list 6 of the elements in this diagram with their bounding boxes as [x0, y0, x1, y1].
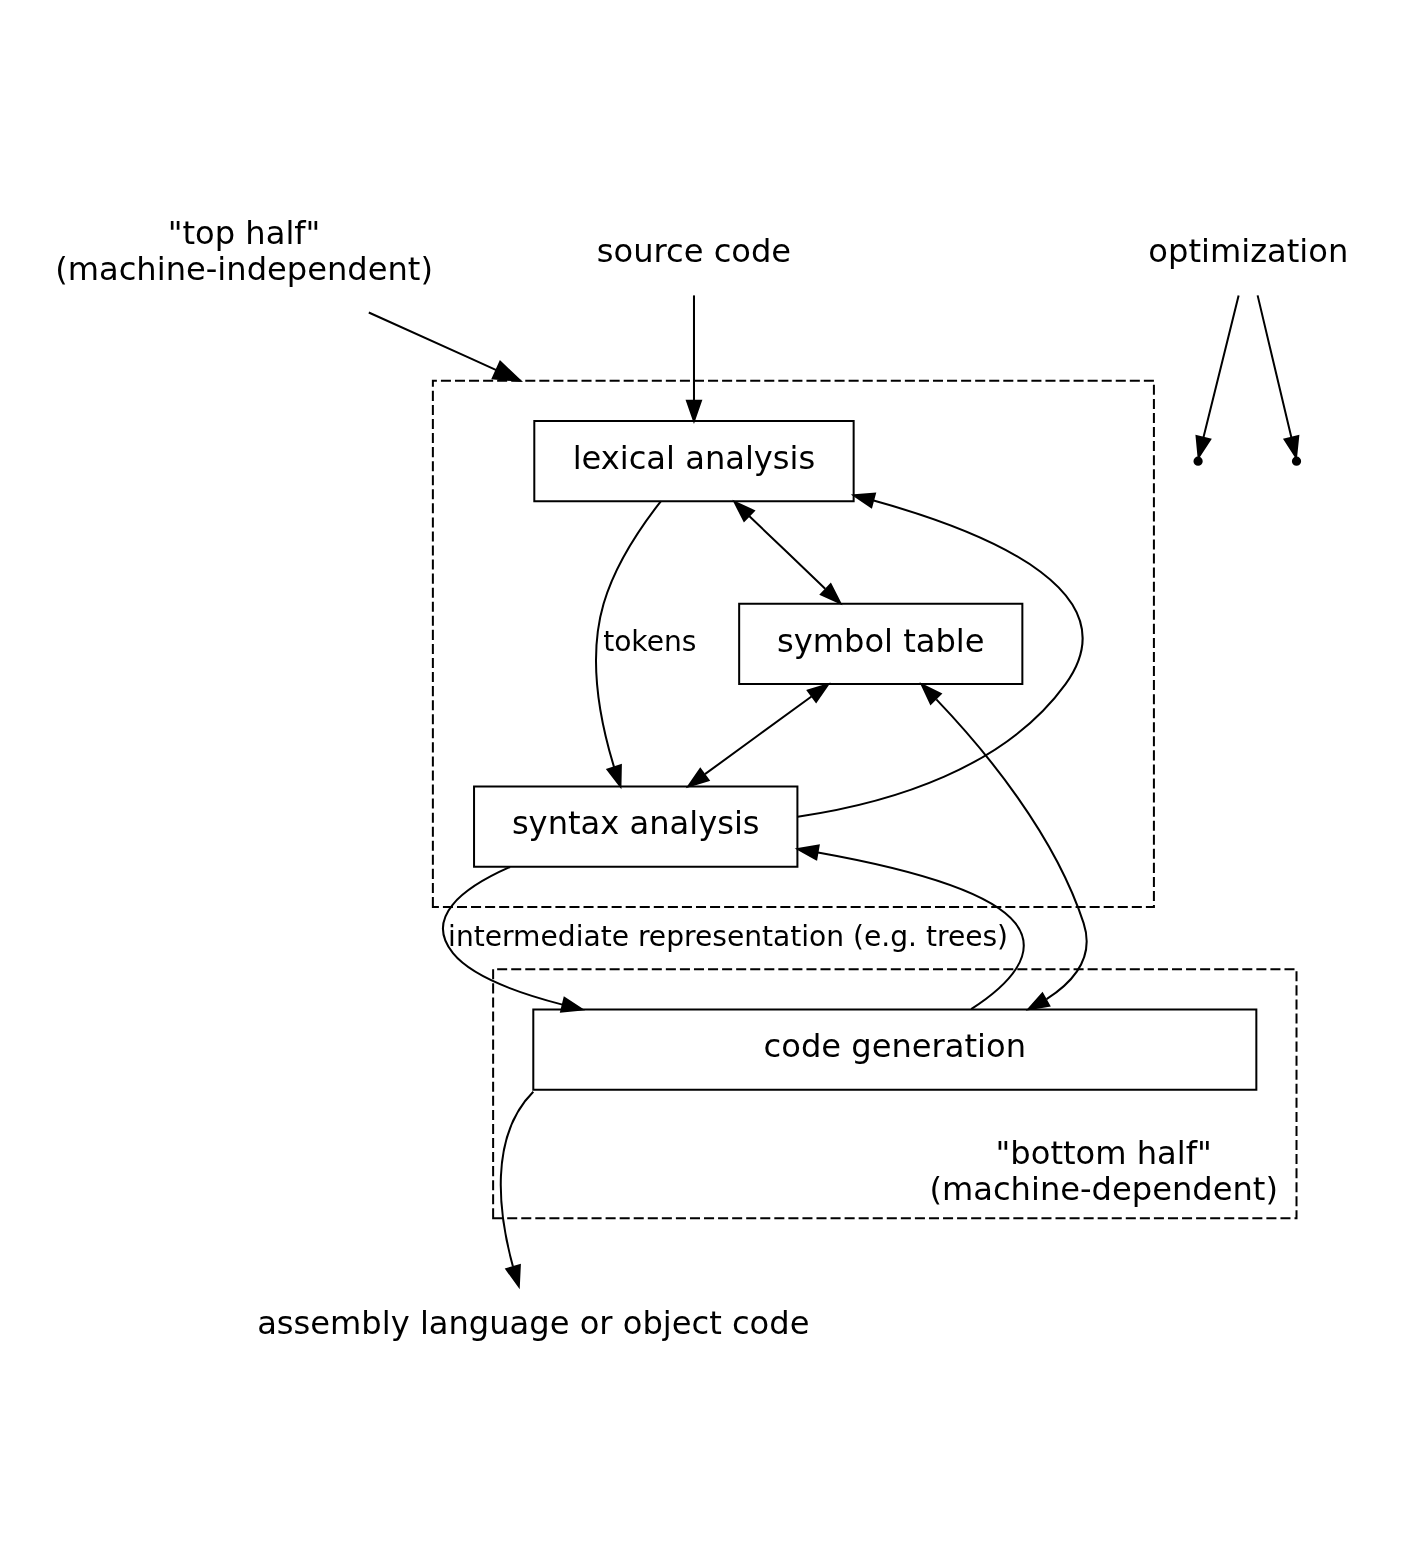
node-text: "top half" (machine-independent) [55, 213, 433, 288]
edge-label: intermediate representation (e.g. trees) [448, 919, 1009, 953]
node-text: source code [596, 231, 792, 270]
node-text: assembly language or object code [257, 1304, 810, 1343]
node-text: optimization [1148, 231, 1349, 270]
edge-label: tokens [603, 625, 697, 659]
